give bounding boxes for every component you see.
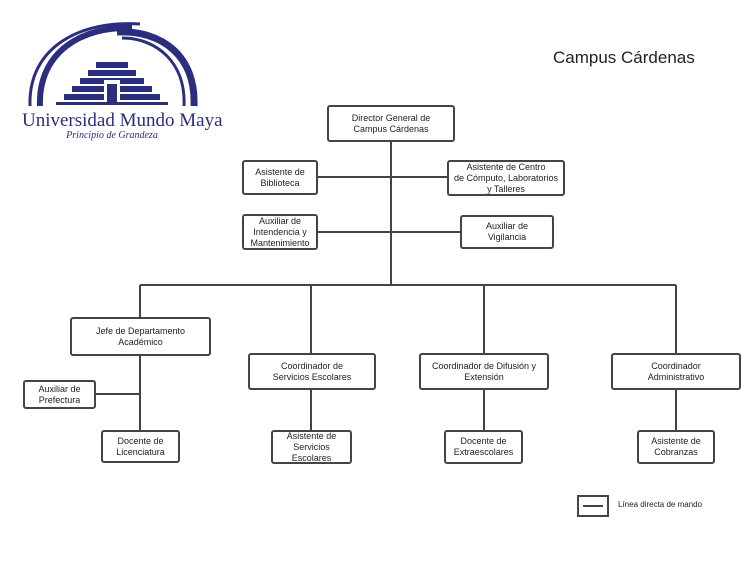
node-auxiliar-prefectura: Auxiliar de Prefectura <box>23 380 96 409</box>
node-docente-extraescolares: Docente de Extraescolares <box>444 430 523 464</box>
node-asistente-cobranzas: Asistente de Cobranzas <box>637 430 715 464</box>
node-asistente-biblioteca: Asistente de Biblioteca <box>242 160 318 195</box>
university-logo: Universidad Mundo Maya Principio de Gran… <box>22 22 223 144</box>
node-auxiliar-intendencia: Auxiliar de Intendencia y Mantenimiento <box>242 214 318 250</box>
node-asistente-centro-computo: Asistente de Centro de Cómputo, Laborato… <box>447 160 565 196</box>
node-coordinador-difusion: Coordinador de Difusión y Extensión <box>419 353 549 390</box>
node-coordinador-servicios: Coordinador de Servicios Escolares <box>248 353 376 390</box>
node-jefe-departamento: Jefe de Departamento Académico <box>70 317 211 356</box>
campus-title: Campus Cárdenas <box>553 48 695 67</box>
node-auxiliar-vigilancia: Auxiliar de Vigilancia <box>460 215 554 249</box>
node-coordinador-administrativo: Coordinador Administrativo <box>611 353 741 390</box>
logo-university-name: Universidad Mundo Maya <box>22 110 223 131</box>
node-director-general: Director General de Campus Cárdenas <box>327 105 455 142</box>
logo-tagline: Principio de Grandeza <box>66 130 158 141</box>
node-asistente-servicios: Asistente de Servicios Escolares <box>271 430 352 464</box>
legend-label: Línea directa de mando <box>618 500 703 509</box>
pyramid-arch-logo-icon <box>28 22 198 107</box>
legend-line-swatch-icon <box>577 495 609 517</box>
node-docente-licenciatura: Docente de Licenciatura <box>101 430 180 463</box>
